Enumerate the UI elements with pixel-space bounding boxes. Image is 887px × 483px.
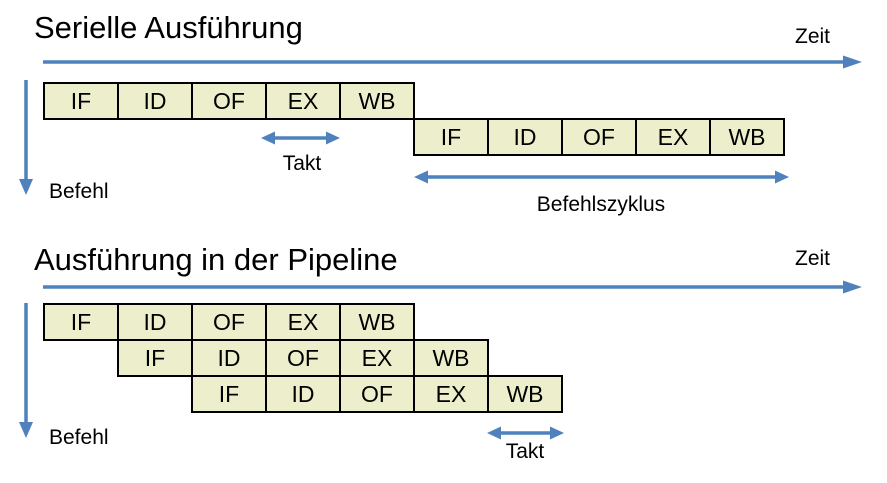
stage-box: EX [265,82,341,120]
stage-box: EX [339,339,415,377]
stage-box: OF [265,339,341,377]
stage-box: IF [117,339,193,377]
stage-box: WB [413,339,489,377]
stage-box: OF [191,82,267,120]
serial-section-title: Serielle Ausführung [34,10,303,45]
pipeline-section-title: Ausführung in der Pipeline [34,242,398,277]
serial-befehl-axis-arrow-icon [19,80,33,195]
befehlszyklus-label: Befehlszyklus [536,193,666,216]
pipeline-time-axis-arrow-icon [43,280,862,294]
serial-befehl-label: Befehl [49,180,109,203]
stage-box: IF [43,82,119,120]
stage-box: IF [413,118,489,156]
stage-box: EX [413,375,489,413]
stage-box: IF [191,375,267,413]
stage-box: IF [43,303,119,341]
pipeline-befehl-label: Befehl [49,426,109,449]
stage-box: EX [265,303,341,341]
befehlszyklus-arrow-icon [414,170,789,184]
pipeline-zeit-label: Zeit [795,247,831,270]
stage-box: ID [117,82,193,120]
stage-box: OF [561,118,637,156]
stage-box: WB [709,118,785,156]
stage-box: WB [339,303,415,341]
serial-takt-label: Takt [282,152,322,175]
stage-box: WB [339,82,415,120]
stage-box: ID [117,303,193,341]
serial-takt-arrow-icon [261,131,340,145]
stage-box: OF [191,303,267,341]
serial-time-axis-arrow-icon [43,55,862,69]
pipeline-befehl-axis-arrow-icon [19,303,33,438]
pipeline-takt-arrow-icon [487,426,564,440]
stage-box: ID [265,375,341,413]
stage-box: ID [191,339,267,377]
stage-box: WB [487,375,563,413]
stage-box: EX [635,118,711,156]
pipeline-takt-label: Takt [505,440,545,463]
stage-box: ID [487,118,563,156]
stage-box: OF [339,375,415,413]
serial-zeit-label: Zeit [795,25,831,48]
